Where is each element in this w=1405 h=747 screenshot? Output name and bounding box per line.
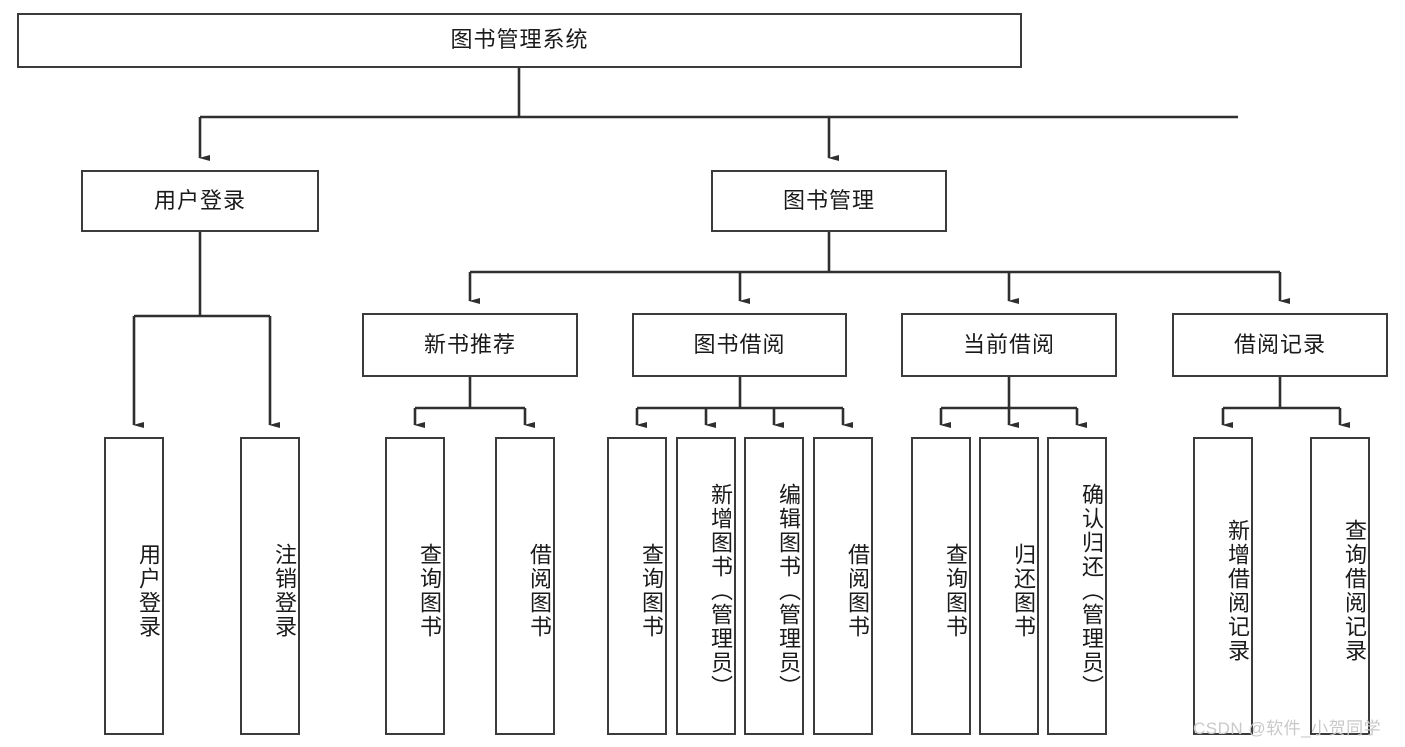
- node-new-book-recommend[interactable]: 新书推荐: [362, 313, 578, 377]
- leaf-edit-book-admin[interactable]: 编辑图书（管理员）: [744, 437, 804, 735]
- leaf-borrow-book-recommend[interactable]: 借阅图书: [495, 437, 555, 735]
- node-label: 查询借阅记录: [1342, 519, 1367, 663]
- leaf-query-book-borrow[interactable]: 查询图书: [607, 437, 667, 735]
- csdn-watermark: CSDN @软件_小贺同学: [1193, 719, 1382, 738]
- leaf-query-borrow-record[interactable]: 查询借阅记录: [1310, 437, 1370, 735]
- node-label: 查询图书: [417, 543, 442, 639]
- node-label: 查询图书: [639, 543, 664, 639]
- node-user-login[interactable]: 用户登录: [81, 170, 319, 232]
- node-label: 图书借阅: [693, 331, 786, 357]
- node-current-borrow[interactable]: 当前借阅: [901, 313, 1117, 377]
- node-root-book-management-system[interactable]: 图书管理系统: [17, 13, 1022, 68]
- leaf-return-book[interactable]: 归还图书: [979, 437, 1039, 735]
- node-label: 新书推荐: [423, 331, 516, 357]
- leaf-query-book-current[interactable]: 查询图书: [911, 437, 971, 735]
- node-label: 新增图书（管理员）: [708, 483, 733, 699]
- node-label: 用户登录: [136, 543, 161, 639]
- node-label: 确认归还（管理员）: [1079, 483, 1104, 699]
- leaf-logout[interactable]: 注销登录: [240, 437, 300, 735]
- node-label: 注销登录: [272, 543, 297, 639]
- node-label: 借阅记录: [1233, 331, 1326, 357]
- node-label: 当前借阅: [962, 331, 1055, 357]
- node-label: 新增借阅记录: [1225, 519, 1250, 663]
- node-label: 查询图书: [943, 543, 968, 639]
- leaf-add-borrow-record[interactable]: 新增借阅记录: [1193, 437, 1253, 735]
- leaf-user-login[interactable]: 用户登录: [104, 437, 164, 735]
- leaf-borrow-book[interactable]: 借阅图书: [813, 437, 873, 735]
- node-label: 图书管理: [782, 187, 875, 213]
- node-label: 编辑图书（管理员）: [776, 483, 801, 699]
- leaf-confirm-return-admin[interactable]: 确认归还（管理员）: [1047, 437, 1107, 735]
- node-borrow-record[interactable]: 借阅记录: [1172, 313, 1388, 377]
- node-label: 用户登录: [153, 187, 246, 213]
- leaf-add-book-admin[interactable]: 新增图书（管理员）: [676, 437, 736, 735]
- leaf-query-book-recommend[interactable]: 查询图书: [385, 437, 445, 735]
- node-label: 借阅图书: [527, 543, 552, 639]
- node-label: 图书管理系统: [450, 27, 589, 53]
- node-label: 归还图书: [1011, 543, 1036, 639]
- node-book-borrow[interactable]: 图书借阅: [632, 313, 847, 377]
- node-label: 借阅图书: [845, 543, 870, 639]
- node-book-management[interactable]: 图书管理: [711, 170, 947, 232]
